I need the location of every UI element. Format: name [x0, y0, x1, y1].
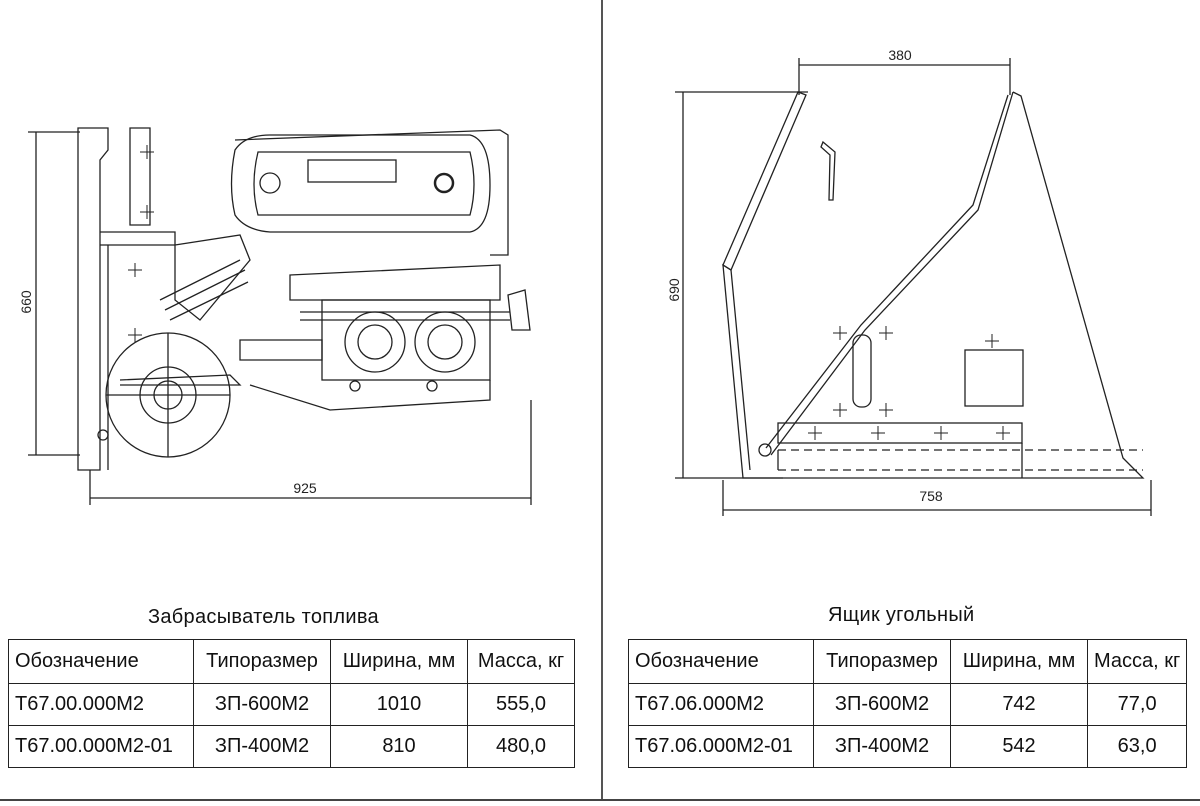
cell-mass: 480,0 — [467, 725, 575, 768]
header-size: Типоразмер — [813, 639, 951, 684]
panel-divider — [601, 0, 603, 800]
table-row: Т67.06.000М2-01 ЗП-400М2 542 63,0 — [628, 725, 1188, 768]
table-header-row: Обозначение Типоразмер Ширина, мм Масса,… — [628, 639, 1188, 684]
table-header-row: Обозначение Типоразмер Ширина, мм Масса,… — [8, 639, 575, 684]
cell-designation: Т67.00.000М2 — [8, 683, 194, 726]
fuel-thrower-drawing: 660 925 — [18, 127, 532, 505]
cell-mass: 555,0 — [467, 683, 575, 726]
header-width: Ширина, мм — [950, 639, 1088, 684]
cell-width: 810 — [330, 725, 468, 768]
dimension-top: 380 — [888, 47, 912, 63]
cell-width: 542 — [950, 725, 1088, 768]
header-width: Ширина, мм — [330, 639, 468, 684]
dimension-width: 925 — [293, 480, 317, 496]
header-size: Типоразмер — [193, 639, 331, 684]
cell-width: 742 — [950, 683, 1088, 726]
cell-mass: 77,0 — [1086, 683, 1188, 726]
dimension-height: 690 — [666, 278, 682, 302]
table-row: Т67.06.000М2 ЗП-600М2 742 77,0 — [628, 683, 1188, 726]
dimension-height: 660 — [18, 290, 34, 314]
cell-size: ЗП-600М2 — [193, 683, 331, 726]
coal-box-spec-table: Обозначение Типоразмер Ширина, мм Масса,… — [628, 639, 1188, 768]
header-mass: Масса, кг — [467, 639, 575, 684]
cell-width: 1010 — [330, 683, 468, 726]
table-row: Т67.00.000М2 ЗП-600М2 1010 555,0 — [8, 683, 575, 726]
cell-size: ЗП-400М2 — [193, 725, 331, 768]
cell-designation: Т67.06.000М2-01 — [628, 725, 814, 768]
header-designation: Обозначение — [628, 639, 814, 684]
bottom-rule — [0, 799, 1200, 801]
header-designation: Обозначение — [8, 639, 194, 684]
coal-box-drawing: 380 690 758 — [666, 47, 1152, 516]
cell-size: ЗП-600М2 — [813, 683, 951, 726]
table-row: Т67.00.000М2-01 ЗП-400М2 810 480,0 — [8, 725, 575, 768]
cell-designation: Т67.06.000М2 — [628, 683, 814, 726]
dimension-width: 758 — [919, 488, 943, 504]
fuel-thrower-spec-table: Обозначение Типоразмер Ширина, мм Масса,… — [8, 639, 575, 768]
cell-mass: 63,0 — [1086, 725, 1188, 768]
cell-designation: Т67.00.000М2-01 — [8, 725, 194, 768]
coal-box-caption: Ящик угольный — [828, 604, 975, 626]
fuel-thrower-panel: 660 925 Забрасыватель топлива Обозначени… — [8, 127, 575, 768]
header-mass: Масса, кг — [1086, 639, 1188, 684]
fuel-thrower-caption: Забрасыватель топлива — [148, 606, 379, 628]
coal-box-panel: 380 690 758 Ящик угольный Обозначение Ти… — [603, 0, 1200, 806]
cell-size: ЗП-400М2 — [813, 725, 951, 768]
